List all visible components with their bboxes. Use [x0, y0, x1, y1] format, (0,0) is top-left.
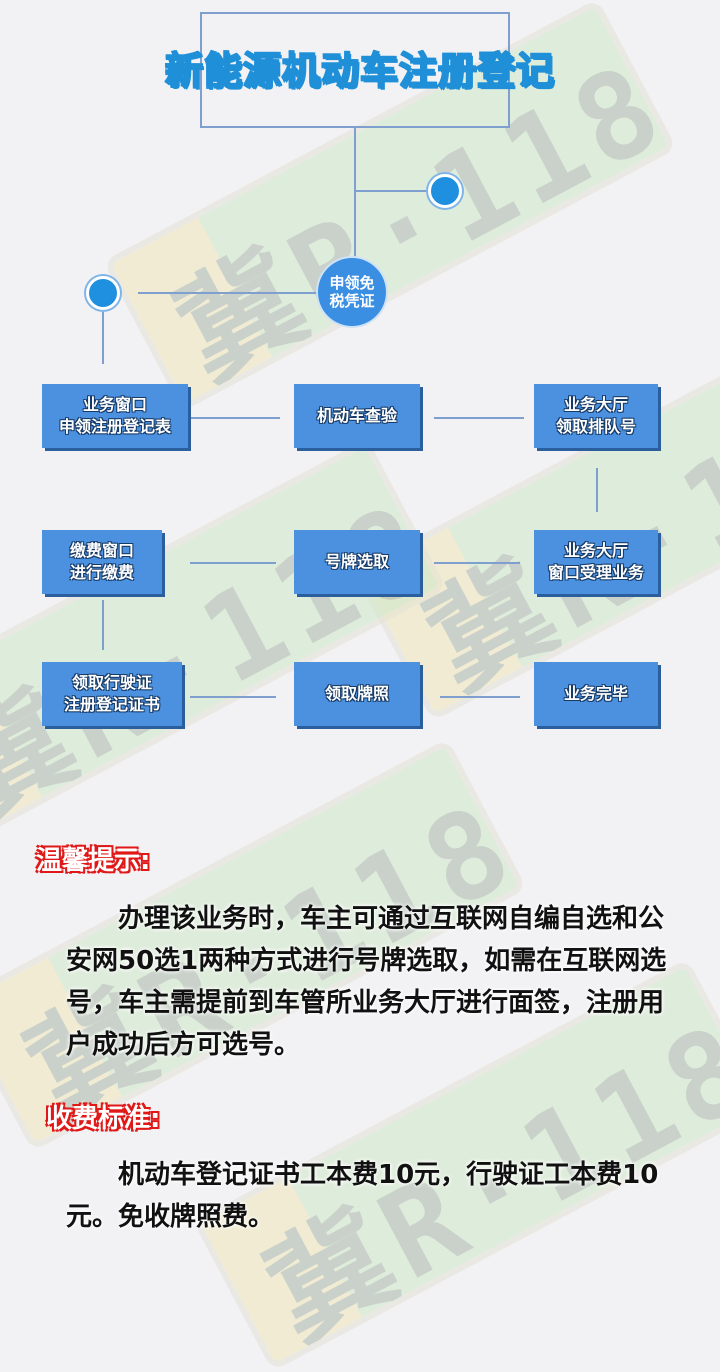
node-label: 窗口受理业务 [547, 563, 644, 582]
start-node-line2: 税凭证 [329, 292, 375, 310]
tips-heading: 温馨提示: [36, 846, 151, 876]
start-node-line1: 申领免 [329, 274, 375, 292]
node-window-register: 业务窗口申领注册登记表 [42, 384, 188, 448]
title-frame [200, 12, 510, 128]
connector-line [434, 562, 520, 564]
connector-line [190, 417, 280, 419]
node-label: 业务窗口 [82, 395, 147, 414]
connector-line [138, 292, 320, 294]
node-hall-queue: 业务大厅领取排队号 [534, 384, 658, 448]
node-hall-accept: 业务大厅窗口受理业务 [534, 530, 658, 594]
node-label: 业务大厅 [563, 541, 628, 560]
node-payment: 缴费窗口进行缴费 [42, 530, 162, 594]
connector-line [356, 190, 432, 192]
node-label: 领取牌照 [324, 684, 389, 703]
connector-dot [86, 276, 120, 310]
fees-heading: 收费标准: [46, 1104, 161, 1134]
node-inspection: 机动车查验 [294, 384, 420, 448]
node-get-plate: 领取牌照 [294, 662, 420, 726]
connector-line [596, 468, 598, 512]
node-label: 号牌选取 [324, 552, 389, 571]
node-label: 注册登记证书 [63, 695, 160, 714]
connector-line [102, 600, 104, 650]
node-label: 业务完毕 [563, 684, 628, 703]
page-title: 新能源机动车注册登记 [164, 48, 555, 94]
node-label: 申领注册登记表 [58, 417, 171, 436]
node-label: 进行缴费 [69, 563, 134, 582]
node-label: 业务大厅 [563, 395, 628, 414]
node-label: 机动车查验 [316, 406, 397, 425]
node-get-license: 领取行驶证注册登记证书 [42, 662, 182, 726]
connector-line [102, 312, 104, 364]
node-label: 领取行驶证 [71, 673, 152, 692]
start-node: 申领免 税凭证 [318, 258, 386, 326]
connector-line [434, 417, 524, 419]
node-label: 缴费窗口 [69, 541, 134, 560]
connector-dot [428, 174, 462, 208]
tips-text: 办理该业务时，车主可通过互联网自编自选和公安网50选1两种方式进行号牌选取，如需… [66, 904, 667, 1060]
fees-text: 机动车登记证书工本费10元，行驶证工本费10元。免收牌照费。 [66, 1160, 659, 1232]
connector-line [190, 696, 276, 698]
node-finish: 业务完毕 [534, 662, 658, 726]
node-plate-select: 号牌选取 [294, 530, 420, 594]
connector-line [190, 562, 276, 564]
node-label: 领取排队号 [555, 417, 636, 436]
connector-line [354, 128, 356, 260]
connector-line [440, 696, 520, 698]
flowchart: 新能源机动车注册登记 申领免 税凭证 业务窗口申领注册登记表 机动车查验 业务大… [36, 12, 667, 1232]
